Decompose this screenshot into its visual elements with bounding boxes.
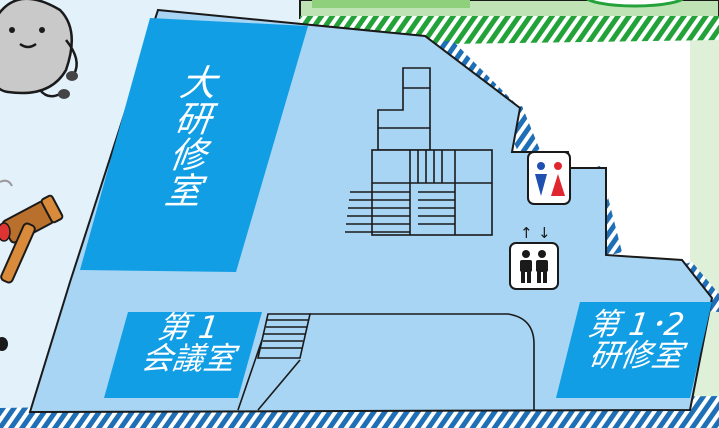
mascot-character [0, 0, 78, 99]
svg-text:↓: ↓ [538, 224, 551, 242]
room-label-training-1-2-line1: 第 1･2 [585, 307, 687, 343]
room-training-1-2 [556, 302, 712, 398]
green-zone-inner [312, 0, 470, 8]
room-label-main-training: 大研修室 [152, 64, 222, 208]
staircase [345, 67, 493, 236]
room-main-training [80, 18, 308, 272]
room-label-conference-1-line2: 会議室 [139, 341, 238, 377]
corridor-outline [257, 313, 535, 411]
elevator-icon: ↑ ↓ [509, 224, 559, 290]
room-label-main-training-text: 大研修室 [156, 64, 219, 208]
restroom-icon [527, 151, 571, 205]
room-conference-1 [104, 312, 262, 398]
gavel-icon [0, 179, 64, 351]
room-label-conference-1-line1: 第 1 [155, 310, 221, 346]
room-label-conference-1: 第 1 会議室 [118, 310, 258, 377]
room-label-training-1-2: 第 1･2 研修室 [566, 307, 706, 374]
green-pond [586, 0, 684, 8]
staircase-small [256, 313, 312, 359]
room-label-training-1-2-line2: 研修室 [587, 338, 686, 374]
svg-text:↑: ↑ [520, 224, 533, 242]
corridor-edge [237, 339, 263, 411]
